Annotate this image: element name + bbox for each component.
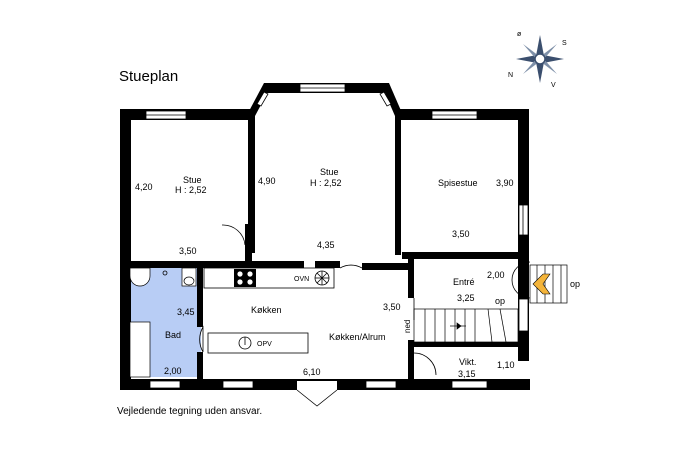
room-dim-h: 3,15	[458, 369, 476, 379]
room-dim-v: 3,50	[383, 302, 401, 312]
room-bad: Bad 3,45 2,00	[164, 307, 195, 376]
sink-icon	[238, 336, 252, 350]
room-koekken-alrum: Køkken/Alrum 3,50 6,10	[303, 302, 401, 377]
room-dim-v: 1,10	[497, 360, 515, 370]
room-dim-v: 4,90	[258, 176, 276, 186]
room-name: Køkken	[251, 305, 282, 315]
shower-drain-icon	[162, 270, 168, 276]
compass-icon: ø S N V	[508, 31, 567, 89]
room-dim-v: 2,00	[487, 270, 505, 280]
room-name: Stue	[183, 175, 202, 185]
windows	[145, 83, 529, 390]
compass-label-n: N	[508, 72, 513, 79]
stair-down-label: ned	[403, 320, 412, 333]
dishwasher-label: OPV	[257, 341, 272, 348]
outside-stair-up-label: op	[570, 279, 580, 289]
room-height: H : 2,52	[310, 178, 342, 188]
oven-label: OVN	[294, 276, 309, 283]
room-name: Bad	[165, 330, 181, 340]
cooktop-icon	[234, 269, 256, 287]
room-name: Entré	[453, 277, 475, 287]
room-name: Spisestue	[438, 178, 478, 188]
compass-label-o: ø	[517, 31, 522, 38]
room-dim-h: 3,50	[179, 246, 197, 256]
compass-label-s: S	[562, 40, 567, 47]
fan-icon	[314, 270, 330, 286]
room-dim-h: 6,10	[303, 367, 321, 377]
room-name: Stue	[320, 167, 339, 177]
room-stue-left: Stue H : 2,52 4,20 3,50	[135, 175, 207, 256]
room-spisestue: Spisestue 3,90 3,50	[438, 178, 514, 239]
plan-title: Stueplan	[119, 68, 178, 85]
entrance-arrow-icon	[532, 273, 551, 295]
interior-stair	[413, 308, 519, 343]
kitchen-island	[207, 332, 309, 354]
room-name: Køkken/Alrum	[329, 332, 386, 342]
room-dim-h: 4,35	[317, 240, 335, 250]
room-dim-v: 3,90	[496, 178, 514, 188]
compass-label-v: V	[551, 82, 556, 89]
room-entre: Entré 2,00 3,25	[453, 270, 505, 303]
interior-walls	[120, 224, 529, 386]
room-name: Vikt.	[459, 357, 476, 367]
room-dim-v: 3,45	[177, 307, 195, 317]
room-vikt: Vikt. 1,10 3,15	[458, 357, 515, 379]
room-dim-h: 3,50	[452, 229, 470, 239]
room-dim-h: 2,00	[164, 366, 182, 376]
kitchen-counter-top	[203, 267, 335, 289]
room-stue-center: Stue H : 2,52 4,90 4,35	[258, 167, 342, 250]
room-dim-h: 3,25	[457, 293, 475, 303]
room-koekken: Køkken	[251, 305, 282, 315]
room-dim-v: 4,20	[135, 182, 153, 192]
disclaimer-text: Vejledende tegning uden ansvar.	[117, 406, 262, 417]
bay-windows	[256, 91, 392, 107]
stair-up-label: op	[495, 296, 505, 306]
room-height: H : 2,52	[175, 185, 207, 195]
bathroom-fixtures	[129, 267, 197, 378]
